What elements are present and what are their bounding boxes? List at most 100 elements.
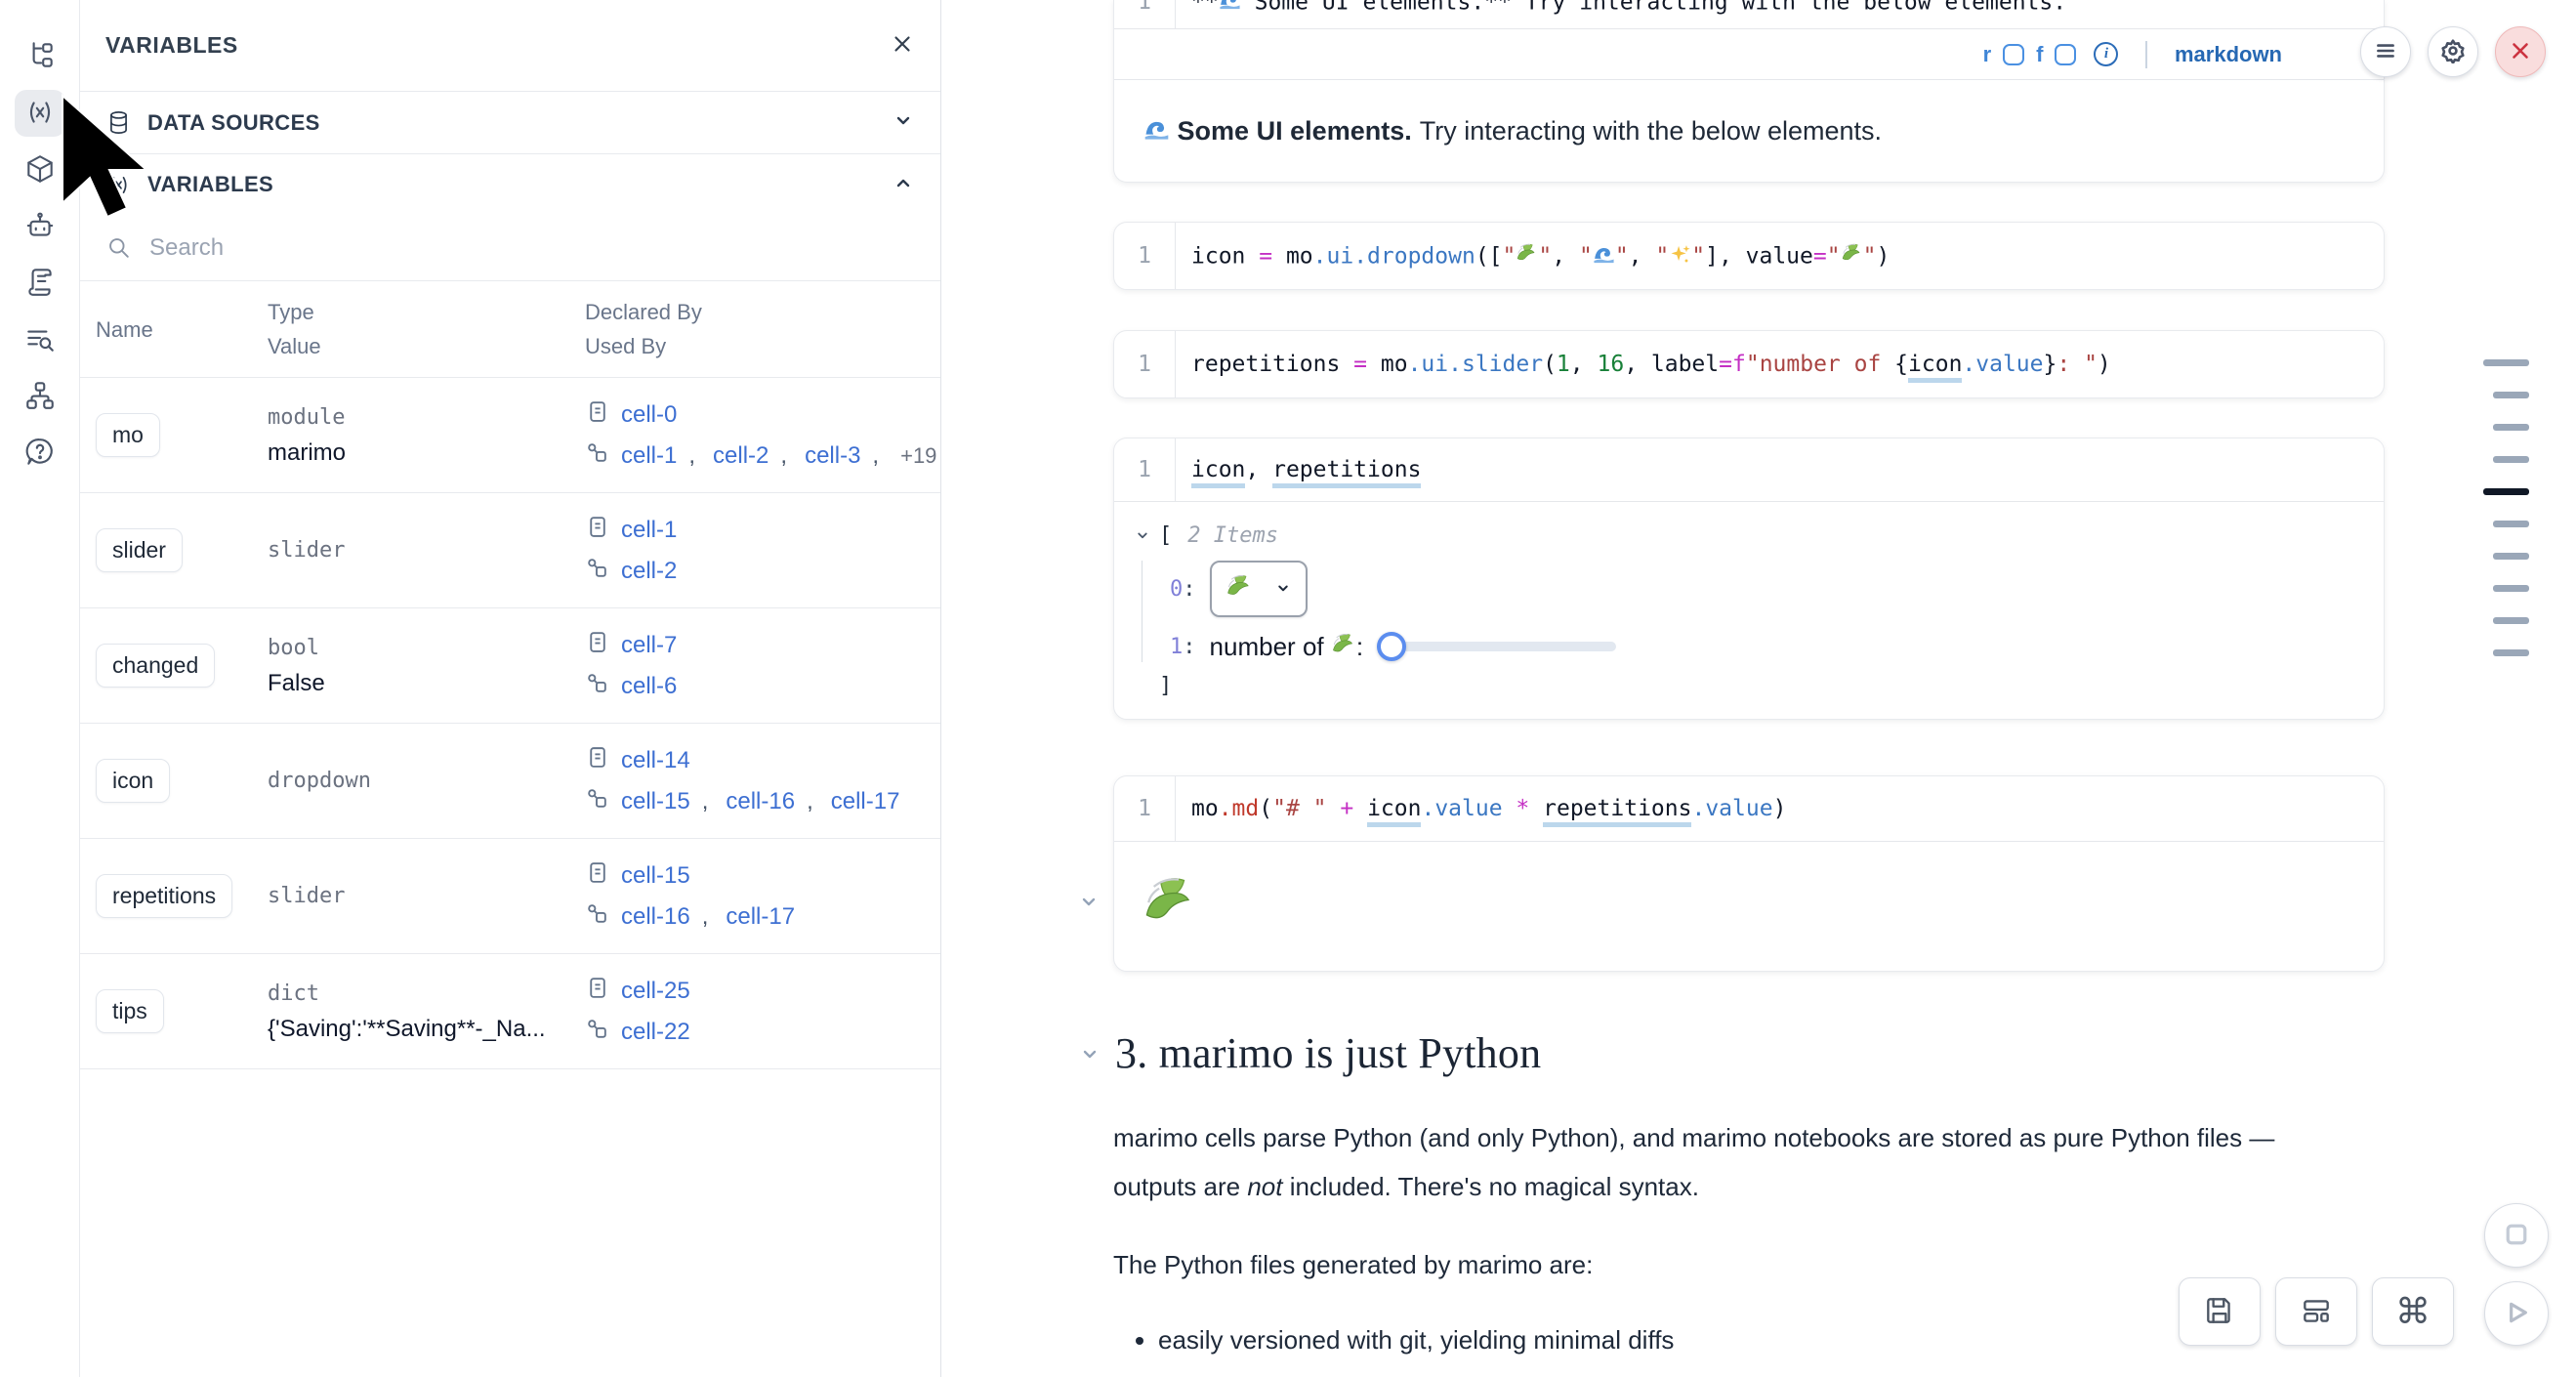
save-button[interactable]: [2179, 1277, 2261, 1346]
line-number: 1: [1138, 352, 1151, 377]
cell-link[interactable]: cell-6: [621, 672, 678, 699]
cell-link[interactable]: cell-16: [726, 787, 796, 814]
markdown-source-line[interactable]: ** Some UI elements.** Try interacting w…: [1191, 0, 2066, 15]
format-label[interactable]: f: [2036, 41, 2044, 66]
close-bracket: ]: [1159, 673, 1173, 698]
repetitions-slider[interactable]: [1377, 631, 1617, 662]
cell-link[interactable]: cell-3: [805, 441, 861, 469]
info-icon[interactable]: i: [2094, 42, 2119, 66]
md-leaf-cell[interactable]: 1 mo.md("# " + icon.value * repetitions.…: [1082, 775, 2385, 972]
notebook-menu-button[interactable]: [2360, 26, 2411, 77]
variable-name-badge[interactable]: slider: [96, 528, 183, 572]
minimap-cell-marker[interactable]: [2493, 424, 2529, 431]
variable-value: marimo: [268, 438, 347, 466]
layout-button[interactable]: [2275, 1277, 2357, 1346]
variable-name-badge[interactable]: tips: [96, 989, 164, 1033]
help-button[interactable]: [15, 430, 65, 477]
slider-track[interactable]: [1377, 642, 1617, 651]
cell-link[interactable]: cell-1: [621, 441, 678, 469]
open-bracket: [: [1159, 522, 1173, 548]
minimap-cell-marker[interactable]: [2493, 392, 2529, 398]
cell-link[interactable]: cell-2: [621, 557, 678, 584]
more-cells-label[interactable]: +19 more: [900, 442, 940, 468]
cell-link[interactable]: cell-17: [726, 902, 796, 930]
ai-chat-button[interactable]: [15, 203, 65, 250]
shutdown-button[interactable]: [2495, 26, 2546, 77]
data-sources-section[interactable]: DATA SOURCES: [80, 92, 940, 154]
variable-name-badge[interactable]: icon: [96, 759, 171, 803]
command-palette-button[interactable]: ⌘: [2372, 1277, 2454, 1346]
cell-link[interactable]: cell-17: [830, 787, 900, 814]
variables-button[interactable]: [14, 90, 65, 137]
used-by-icon: [585, 671, 609, 702]
slider-thumb[interactable]: [1377, 632, 1407, 661]
cell-link[interactable]: cell-16: [621, 902, 690, 930]
collapse-chevron-icon[interactable]: [1134, 526, 1151, 544]
data-sources-label: DATA SOURCES: [147, 109, 320, 135]
variable-name-badge[interactable]: changed: [96, 644, 216, 688]
minimap-cell-marker[interactable]: [2483, 359, 2529, 366]
minimap-cell-marker-active[interactable]: [2483, 488, 2529, 495]
cell-link[interactable]: cell-15: [621, 861, 690, 889]
clipped-code-editor[interactable]: 1 ** Some UI elements.** Try interacting…: [1114, 0, 2384, 29]
cell-link[interactable]: cell-25: [621, 977, 690, 1004]
output-bold-text: Some UI elements.: [1143, 116, 1412, 146]
dropdown-code-cell[interactable]: 1 icon = mo.ui.dropdown(["", "", ""], va…: [1113, 222, 2385, 290]
cell-link[interactable]: cell-14: [621, 746, 690, 773]
minimap-cell-marker[interactable]: [2493, 649, 2529, 656]
settings-button[interactable]: [2428, 26, 2478, 77]
code-line[interactable]: icon = mo.ui.dropdown(["", "", ""], valu…: [1191, 243, 1890, 270]
variable-name-badge[interactable]: mo: [96, 413, 160, 457]
variables-section[interactable]: VARIABLES: [80, 154, 940, 215]
slider-code-cell[interactable]: 1 repetitions = mo.ui.slider(1, 16, labe…: [1113, 330, 2385, 398]
cell-link[interactable]: cell-15: [621, 787, 690, 814]
minimap-cell-marker[interactable]: [2493, 617, 2529, 624]
dropdown-selected-value: [1226, 574, 1253, 604]
minimap-cell-marker[interactable]: [2493, 585, 2529, 592]
output-collapse-chevron-icon[interactable]: [1077, 890, 1101, 913]
code-line[interactable]: mo.md("# " + icon.value * repetitions.va…: [1191, 796, 1786, 827]
code-line[interactable]: repetitions = mo.ui.slider(1, 16, label=…: [1191, 352, 2111, 383]
footer-divider: [2145, 40, 2147, 68]
line-number: 1: [1138, 243, 1151, 269]
cell-link[interactable]: cell-1: [621, 516, 678, 543]
tuple-output-cell[interactable]: 1 icon, repetitions [ 2 Items 0:: [1113, 438, 2385, 720]
logs-button[interactable]: [15, 260, 65, 307]
line-number: 1: [1138, 0, 1151, 15]
code-line[interactable]: icon, repetitions: [1191, 457, 1422, 488]
snippets-button[interactable]: [15, 316, 65, 363]
leaf-emoji: [1142, 876, 1198, 936]
minimap-cell-marker[interactable]: [2493, 456, 2529, 463]
minimap-cell-marker[interactable]: [2493, 553, 2529, 560]
cell-link[interactable]: cell-22: [621, 1018, 690, 1045]
run-button[interactable]: [2484, 1281, 2549, 1346]
section-collapse-chevron-icon[interactable]: [1078, 1042, 1101, 1065]
cell-link[interactable]: cell-7: [621, 631, 678, 658]
dependencies-button[interactable]: [15, 373, 65, 420]
cell-language-badge[interactable]: markdown: [2174, 41, 2282, 66]
run-toggle-checkbox[interactable]: [2003, 43, 2025, 65]
markdown-cell-top[interactable]: 1 ** Some UI elements.** Try interacting…: [1113, 0, 2385, 183]
run-on-change-label[interactable]: r: [1982, 41, 1992, 66]
declared-by-icon: [585, 630, 609, 661]
packages-button[interactable]: [15, 146, 65, 193]
panel-title: VARIABLES: [105, 32, 238, 58]
format-toggle-checkbox[interactable]: [2055, 43, 2077, 65]
cell-link[interactable]: cell-0: [621, 400, 678, 428]
minimap-cell-marker[interactable]: [2493, 521, 2529, 527]
file-tree-button[interactable]: [15, 33, 65, 80]
stop-button[interactable]: [2484, 1203, 2549, 1268]
robot-icon: [23, 209, 57, 245]
icon-dropdown-select[interactable]: [1209, 561, 1308, 617]
panel-close-button[interactable]: [890, 31, 915, 60]
cell-link[interactable]: cell-2: [713, 441, 769, 469]
variable-name-badge[interactable]: repetitions: [96, 874, 233, 918]
search-input[interactable]: [149, 233, 915, 262]
